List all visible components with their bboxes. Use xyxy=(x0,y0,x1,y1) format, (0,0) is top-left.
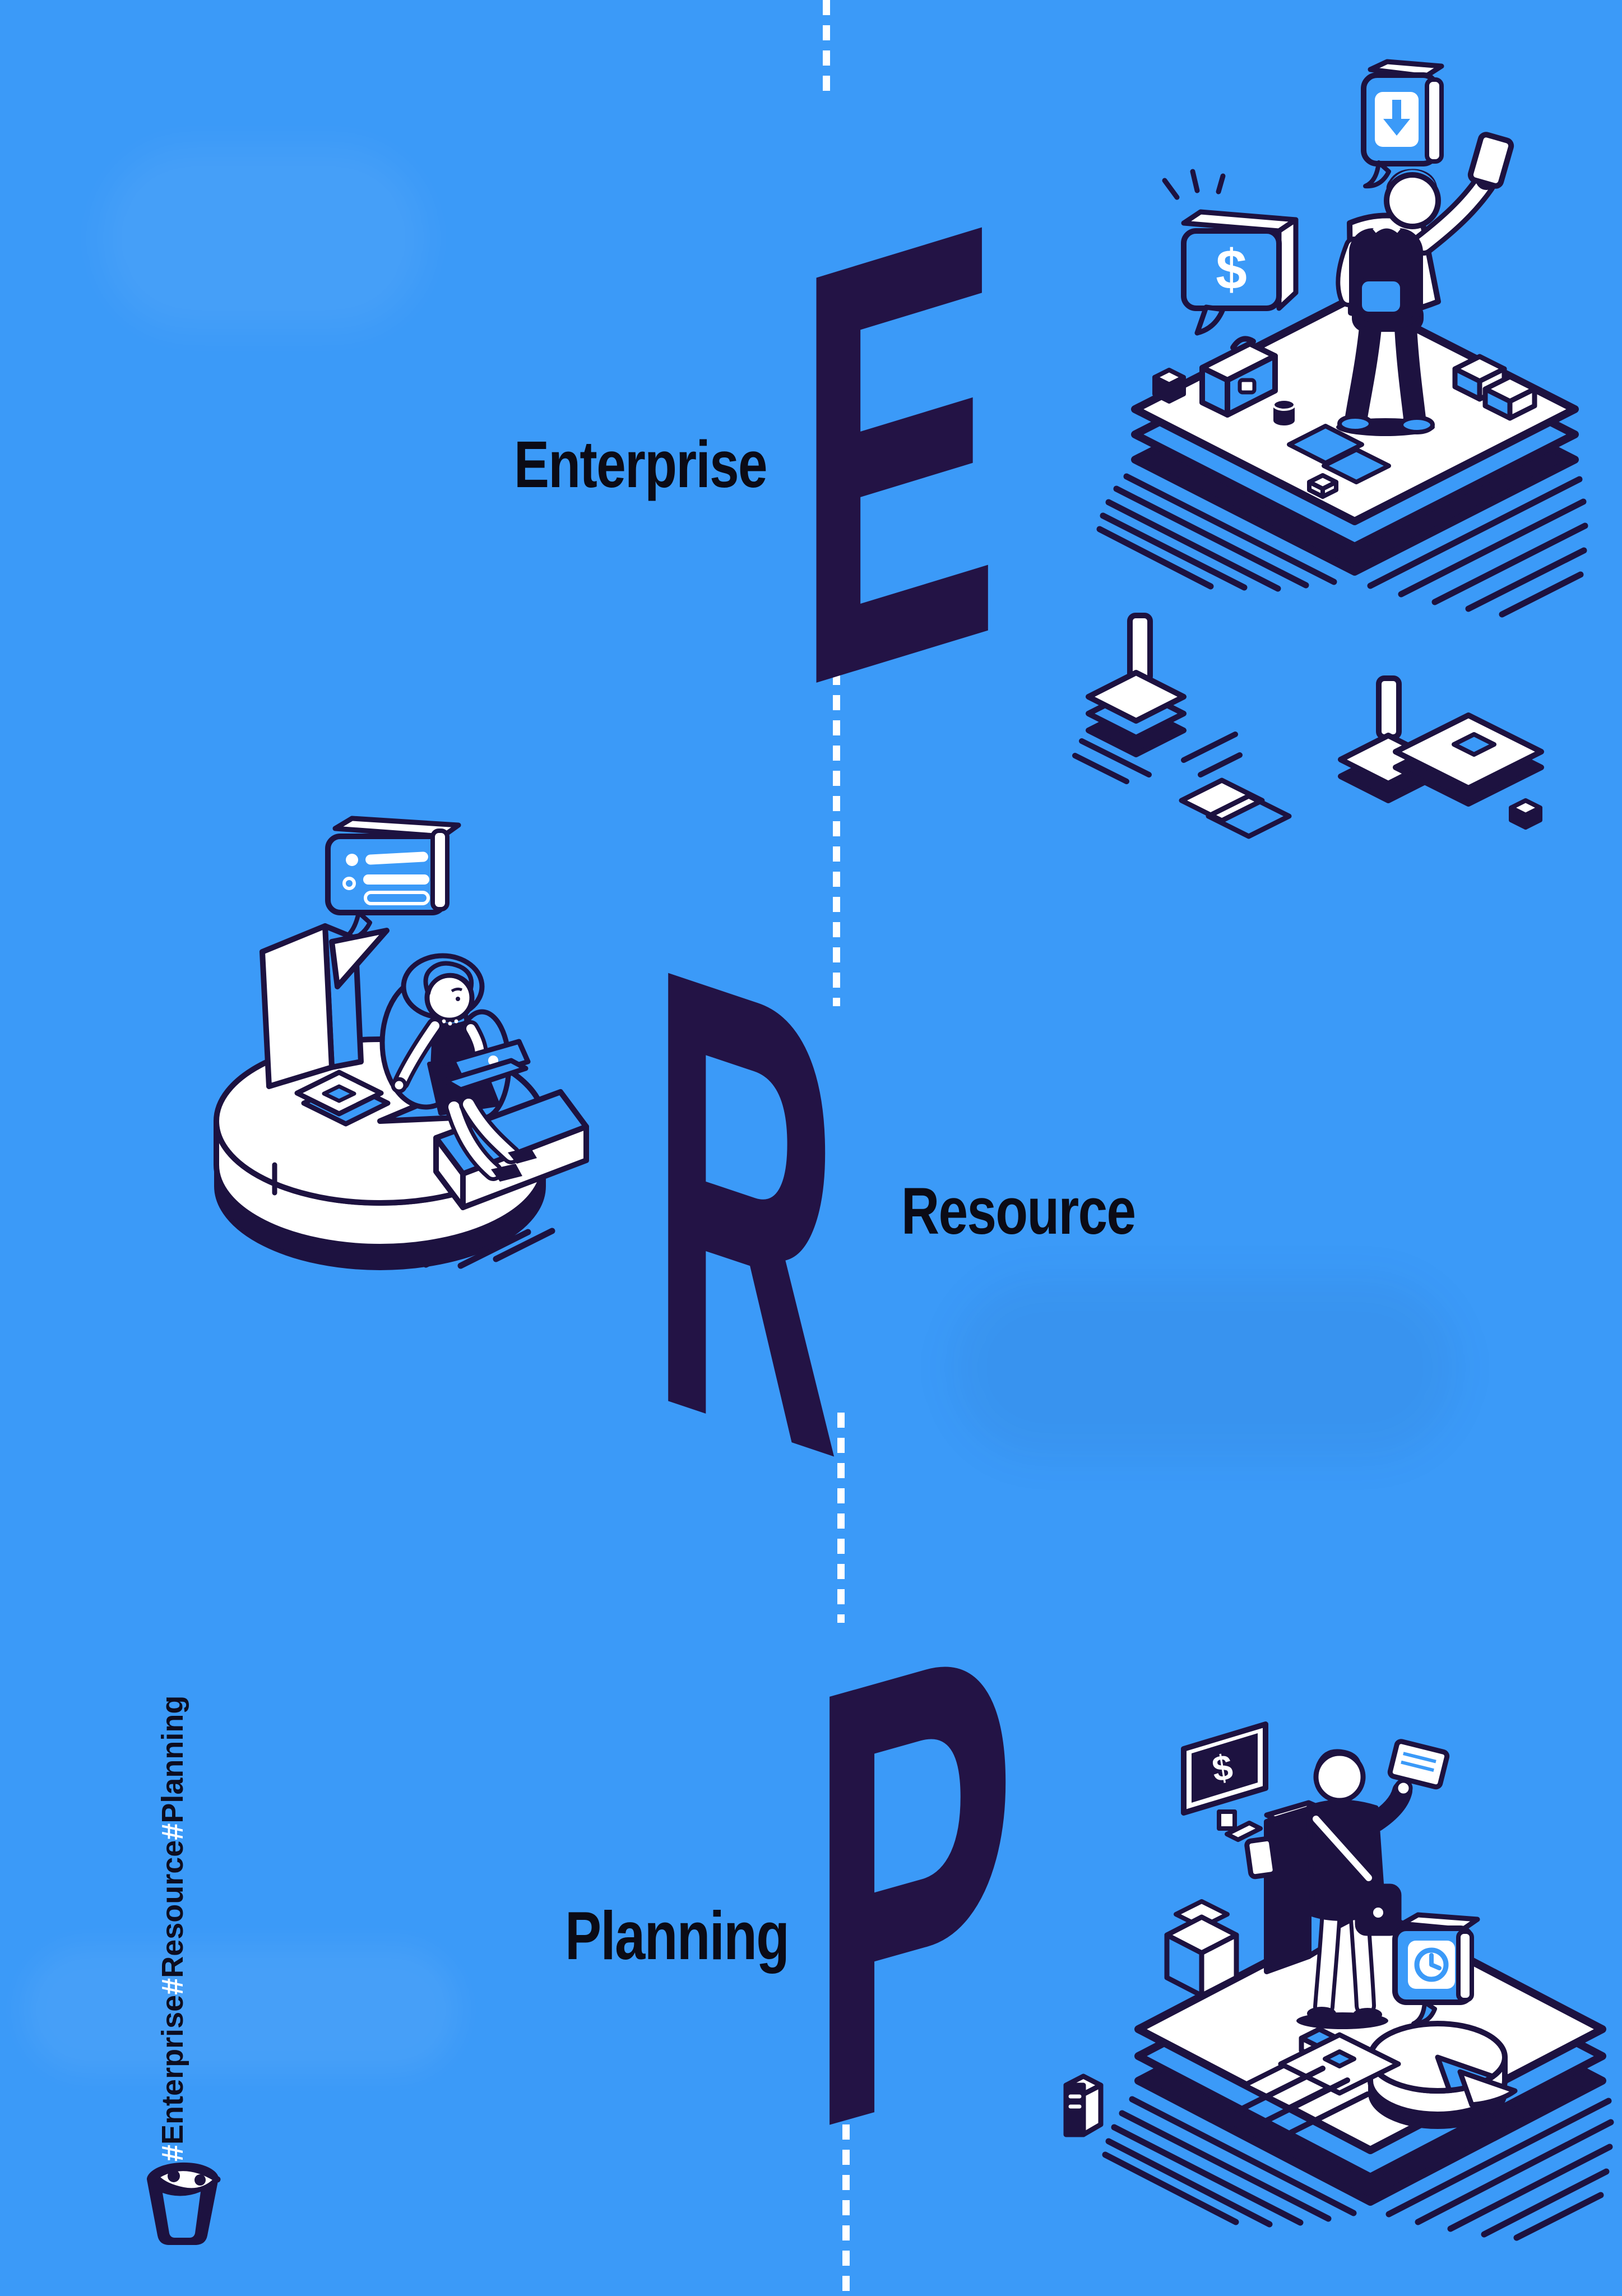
label-planning: Planning xyxy=(565,1897,790,1974)
hashtag-word-enterprise: Enterprise xyxy=(156,1994,189,2145)
analyst-person xyxy=(379,953,537,1182)
hashtag-word-planning: Planning xyxy=(156,1695,189,1823)
hash-symbol: # xyxy=(156,1823,189,1840)
bucket-logo xyxy=(147,2162,221,2245)
floor-tiles xyxy=(1287,424,1391,499)
clock-icon xyxy=(1414,1947,1449,1982)
backpack-icon xyxy=(1349,223,1423,328)
message-speech-bubble xyxy=(325,816,461,942)
document-stack xyxy=(294,1070,391,1127)
receipt-card-icon xyxy=(1387,1739,1450,1790)
shoulder-bag-icon xyxy=(1355,1883,1402,1936)
small-cube xyxy=(1152,368,1186,404)
download-arrow-icon xyxy=(1383,100,1410,136)
hashtag-strip: #Enterprise#Resource#Planning xyxy=(150,1696,195,2161)
label-enterprise: Enterprise xyxy=(514,428,768,502)
floor-blocks xyxy=(1236,2026,1401,2135)
pedestal-block xyxy=(1072,613,1243,784)
laptop-icon xyxy=(442,1039,531,1093)
dollar-screen: $ xyxy=(1181,1721,1268,1816)
download-speech-bubble xyxy=(1361,59,1444,189)
watermark-ghost-top xyxy=(101,146,426,331)
pedestal-block xyxy=(1338,675,1544,830)
dollar-speech-bubble: $ xyxy=(1162,169,1299,336)
atm-kiosk: $ xyxy=(1164,1721,1326,1998)
flat-sheets xyxy=(1179,777,1292,839)
small-box xyxy=(1063,2073,1104,2137)
big-letter-e: E xyxy=(796,94,1000,814)
dashed-divider-segment xyxy=(837,1413,845,1623)
pie-chart-icon xyxy=(1368,2021,1518,2129)
cup-icon xyxy=(1272,399,1296,425)
selfie-scene-illustration: $ xyxy=(1072,59,1588,839)
platform-shadow-hatching xyxy=(1096,473,1588,618)
watermark-ghost-bottom xyxy=(22,1945,460,2074)
phone-icon xyxy=(1467,132,1514,189)
label-resource: Resource xyxy=(901,1174,1136,1248)
clock-speech-bubble xyxy=(1392,1912,1480,2026)
stacked-cubes xyxy=(1452,354,1537,421)
hashtag-word-resource: Resource xyxy=(156,1840,189,1978)
analyst-scene-illustration xyxy=(214,816,589,1270)
big-letter-p: P xyxy=(809,1509,1017,2263)
platform-shadow-hatching xyxy=(1102,2096,1614,2241)
kiosk-person xyxy=(1306,1739,1450,2021)
kiosk-scene-illustration: $ xyxy=(1063,1721,1614,2241)
hash-symbol: # xyxy=(156,1978,189,1995)
watermark-ghost-middle xyxy=(953,1278,1457,1457)
briefcase-icon xyxy=(1199,336,1278,418)
dashed-divider-segment xyxy=(833,670,840,1006)
prism-chart-block xyxy=(259,923,390,1089)
printer-box xyxy=(1164,1899,1239,1998)
dashed-divider-segment xyxy=(823,0,830,94)
dollar-symbol: $ xyxy=(1216,238,1247,301)
dashed-divider-segment xyxy=(842,2124,850,2296)
selfie-person xyxy=(1336,132,1514,434)
